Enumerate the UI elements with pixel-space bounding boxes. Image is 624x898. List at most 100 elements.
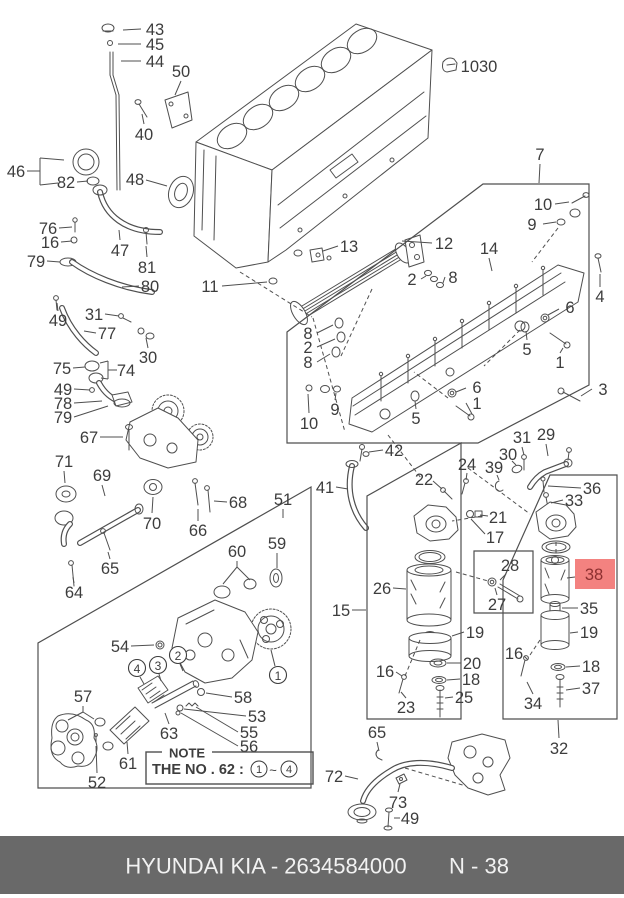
part-label-1030[interactable]: 1030 (461, 58, 498, 76)
part-label-25[interactable]: 25 (455, 689, 473, 707)
part-label-71[interactable]: 71 (55, 453, 73, 471)
part-label-4[interactable]: 4 (134, 662, 141, 676)
part-label-52[interactable]: 52 (88, 774, 106, 792)
part-label-60[interactable]: 60 (228, 543, 246, 561)
part-label-68[interactable]: 68 (229, 494, 247, 512)
part-label-70[interactable]: 70 (143, 515, 161, 533)
part-label-39[interactable]: 39 (485, 459, 503, 477)
part-label-22[interactable]: 22 (415, 471, 433, 489)
part-label-55[interactable]: 55 (240, 724, 258, 742)
part-label-2[interactable]: 2 (303, 339, 312, 357)
part-label-65[interactable]: 65 (101, 560, 119, 578)
part-label-69[interactable]: 69 (93, 467, 111, 485)
part-label-74[interactable]: 74 (117, 362, 135, 380)
part-label-29[interactable]: 29 (537, 426, 555, 444)
part-label-4[interactable]: 4 (595, 288, 604, 306)
part-label-76[interactable]: 76 (39, 220, 57, 238)
part-label-16[interactable]: 16 (376, 663, 394, 681)
part-label-79[interactable]: 79 (54, 409, 72, 427)
part-label-49[interactable]: 49 (49, 312, 67, 330)
part-label-56[interactable]: 56 (240, 738, 258, 756)
part-label-34[interactable]: 34 (524, 695, 542, 713)
part-label-2[interactable]: 2 (407, 271, 416, 289)
part-label-2[interactable]: 2 (175, 649, 182, 663)
part-label-51[interactable]: 51 (274, 491, 292, 509)
part-label-37[interactable]: 37 (582, 680, 600, 698)
part-label-42[interactable]: 42 (385, 442, 403, 460)
part-label-38[interactable]: 38 (585, 566, 603, 584)
part-label-18[interactable]: 18 (462, 671, 480, 689)
part-label-16[interactable]: 16 (505, 645, 523, 663)
part-label-61[interactable]: 61 (119, 755, 137, 773)
part-label-14[interactable]: 14 (480, 240, 498, 258)
part-label-3[interactable]: 3 (155, 659, 162, 673)
part-label-53[interactable]: 53 (248, 708, 266, 726)
part-label-46[interactable]: 46 (7, 163, 25, 181)
part-label-32[interactable]: 32 (550, 740, 568, 758)
part-label-58[interactable]: 58 (234, 689, 252, 707)
part-label-6[interactable]: 6 (472, 379, 481, 397)
part-label-45[interactable]: 45 (146, 36, 164, 54)
part-label-28[interactable]: 28 (501, 557, 519, 575)
part-label-9[interactable]: 9 (527, 216, 536, 234)
part-label-40[interactable]: 40 (135, 126, 153, 144)
part-label-6[interactable]: 6 (565, 299, 574, 317)
part-label-49[interactable]: 49 (401, 810, 419, 828)
part-label-19[interactable]: 19 (466, 624, 484, 642)
part-label-1[interactable]: 1 (275, 669, 282, 683)
part-label-49[interactable]: 49 (54, 381, 72, 399)
part-label-65[interactable]: 65 (368, 724, 386, 742)
part-label-26[interactable]: 26 (373, 580, 391, 598)
part-label-27[interactable]: 27 (488, 596, 506, 614)
part-label-1[interactable]: 1 (472, 395, 481, 413)
part-label-8[interactable]: 8 (303, 325, 312, 343)
part-label-13[interactable]: 13 (340, 238, 358, 256)
part-label-9[interactable]: 9 (330, 401, 339, 419)
part-label-47[interactable]: 47 (111, 242, 129, 260)
part-label-3[interactable]: 3 (598, 381, 607, 399)
part-label-77[interactable]: 77 (98, 325, 116, 343)
part-label-79[interactable]: 79 (27, 253, 45, 271)
part-label-17[interactable]: 17 (486, 529, 504, 547)
part-label-33[interactable]: 33 (565, 492, 583, 510)
part-label-31[interactable]: 31 (85, 306, 103, 324)
part-label-16[interactable]: 16 (41, 234, 59, 252)
part-label-12[interactable]: 12 (435, 235, 453, 253)
part-label-8[interactable]: 8 (448, 269, 457, 287)
part-label-66[interactable]: 66 (189, 522, 207, 540)
part-label-35[interactable]: 35 (580, 600, 598, 618)
part-label-8[interactable]: 8 (303, 354, 312, 372)
part-label-81[interactable]: 81 (138, 259, 156, 277)
part-label-10[interactable]: 10 (300, 415, 318, 433)
part-label-44[interactable]: 44 (146, 53, 164, 71)
part-label-57[interactable]: 57 (74, 688, 92, 706)
part-label-24[interactable]: 24 (458, 456, 476, 474)
part-label-64[interactable]: 64 (65, 584, 83, 602)
part-label-15[interactable]: 15 (332, 602, 350, 620)
part-label-11[interactable]: 11 (201, 278, 218, 296)
part-label-80[interactable]: 80 (141, 278, 159, 296)
part-label-18[interactable]: 18 (582, 658, 600, 676)
part-label-21[interactable]: 21 (489, 509, 507, 527)
part-label-1[interactable]: 1 (555, 354, 564, 372)
part-label-5[interactable]: 5 (522, 341, 531, 359)
part-label-59[interactable]: 59 (268, 535, 286, 553)
part-label-5[interactable]: 5 (411, 410, 420, 428)
part-label-48[interactable]: 48 (126, 171, 144, 189)
part-label-73[interactable]: 73 (389, 794, 407, 812)
part-label-20[interactable]: 20 (463, 655, 481, 673)
part-label-75[interactable]: 75 (53, 360, 71, 378)
part-label-78[interactable]: 78 (54, 395, 72, 413)
part-label-19[interactable]: 19 (580, 624, 598, 642)
part-label-30[interactable]: 30 (139, 349, 157, 367)
part-label-63[interactable]: 63 (160, 725, 178, 743)
part-label-67[interactable]: 67 (80, 429, 98, 447)
part-label-41[interactable]: 41 (316, 479, 334, 497)
part-label-7[interactable]: 7 (535, 146, 544, 164)
part-label-43[interactable]: 43 (146, 21, 164, 39)
part-label-36[interactable]: 36 (583, 480, 601, 498)
part-label-31[interactable]: 31 (513, 429, 531, 447)
part-label-30[interactable]: 30 (499, 446, 517, 464)
part-label-10[interactable]: 10 (534, 196, 552, 214)
part-label-72[interactable]: 72 (325, 768, 343, 786)
